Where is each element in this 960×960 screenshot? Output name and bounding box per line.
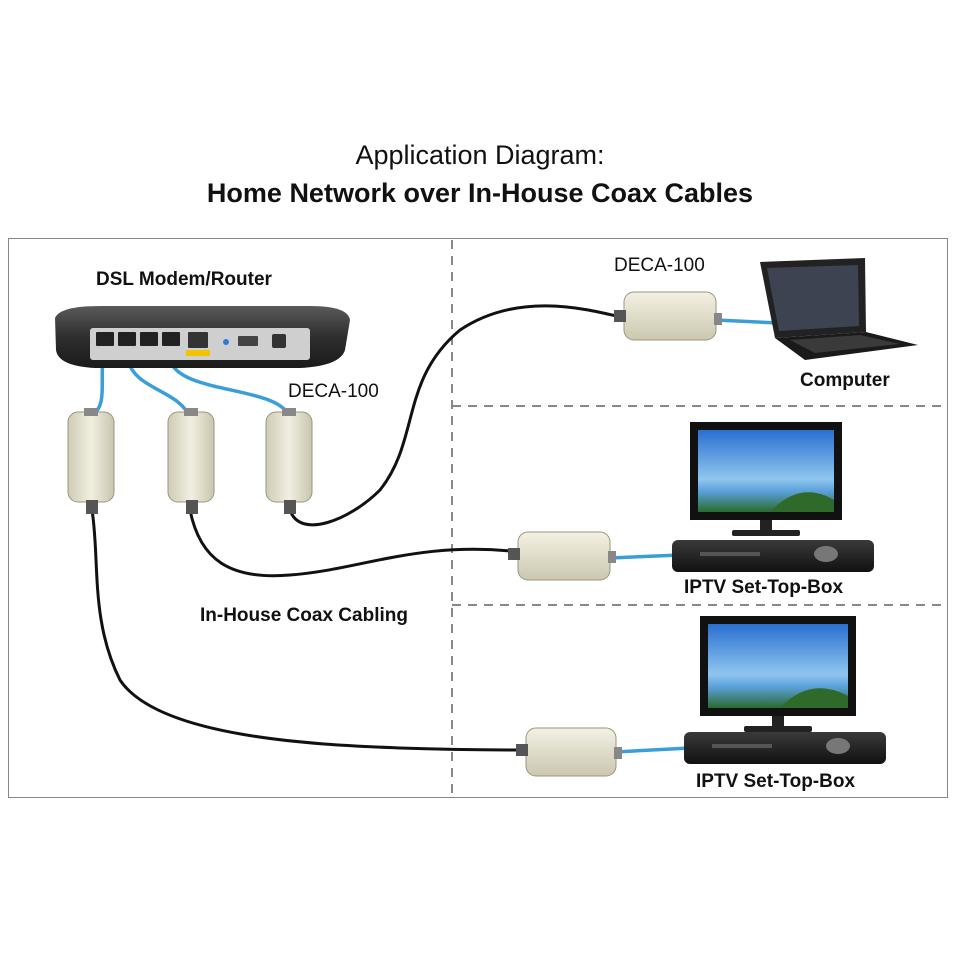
diagram-title-line2: Home Network over In-House Coax Cables xyxy=(206,178,754,208)
deca-adapter-stb1 xyxy=(508,531,616,581)
set-top-box-2 xyxy=(684,732,886,764)
section-dividers xyxy=(451,240,946,797)
laptop-computer xyxy=(760,258,918,360)
tv-2 xyxy=(700,616,856,732)
deca-adapter-router-3 xyxy=(265,408,313,514)
ethernet-cable-stb2 xyxy=(613,746,692,754)
computer-label: Computer xyxy=(800,370,890,391)
deca-adapter-router-2 xyxy=(167,408,215,514)
diagram-title-line1: Application Diagram: xyxy=(355,140,605,170)
deca-adapter-computer xyxy=(614,291,722,341)
set-top-box-1 xyxy=(672,540,874,572)
ethernet-cables xyxy=(88,318,780,754)
coax-cabling-label: In-House Coax Cabling xyxy=(200,605,408,626)
stb1-label: IPTV Set-Top-Box xyxy=(684,577,844,598)
coax-cables xyxy=(90,304,627,752)
stb2-label: IPTV Set-Top-Box xyxy=(696,771,856,792)
deca-adapter-stb2 xyxy=(516,727,622,777)
router-device xyxy=(55,306,350,368)
ethernet-cable-computer xyxy=(714,318,780,325)
ethernet-cable-stb1 xyxy=(608,553,682,560)
diagram-frame xyxy=(8,238,948,798)
tv-1 xyxy=(690,422,842,536)
ethernet-cable-2 xyxy=(126,358,192,420)
deca-adapter-router-1 xyxy=(67,408,115,514)
coax-cable-stb2 xyxy=(90,508,530,752)
deca-computer-label: DECA-100 xyxy=(614,255,705,276)
router-label: DSL Modem/Router xyxy=(96,269,272,290)
coax-cable-stb1 xyxy=(188,508,522,578)
deca-router-label: DECA-100 xyxy=(288,381,379,402)
coax-cable-computer xyxy=(288,304,627,527)
